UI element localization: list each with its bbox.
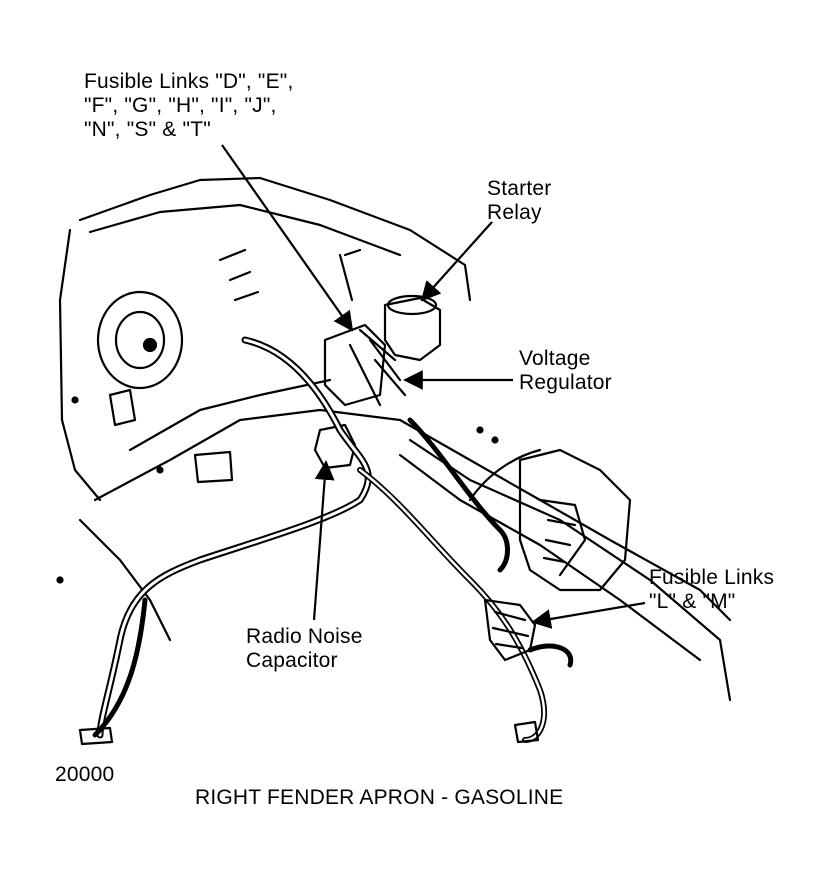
main-harness-outline: [98, 338, 370, 737]
fusible-links-dej-line-3: "N", "S" & "T": [84, 118, 211, 141]
fusible-lm-detail: [491, 610, 530, 650]
strut-curve: [468, 448, 542, 502]
voltage-regulator-line-1: Voltage: [519, 347, 591, 370]
radio-noise-capacitor-label: Radio Noise Capacitor: [246, 625, 363, 673]
radio-noise-capacitor-line-2: Capacitor: [246, 649, 338, 672]
horn-center: [142, 337, 158, 353]
bolt-4: [71, 396, 79, 404]
clip-1: [78, 726, 114, 746]
leader-radio-capacitor: [312, 460, 335, 621]
harness-to-fusible-lm-outline: [358, 468, 546, 742]
bolt-2: [491, 436, 499, 444]
voltage-regulator-body: [323, 323, 387, 407]
cowl-line: [88, 203, 402, 257]
fusible-links-dej-label: Fusible Links "D", "E", "F", "G", "H", "…: [84, 70, 293, 142]
fender-flange-2: [398, 453, 702, 662]
clip-2: [513, 720, 540, 744]
strut-bracket-detail: [538, 498, 587, 577]
leader-fusible-lm: [531, 601, 646, 629]
figure-caption: RIGHT FENDER APRON - GASOLINE: [195, 786, 564, 809]
left-cable: [92, 597, 148, 738]
starter-relay-top: [386, 294, 438, 316]
fusible-links-lm-line-2: "L" & "M": [649, 590, 736, 613]
left-bracket-2: [193, 450, 234, 484]
apron-lower: [78, 518, 172, 642]
branch-wire: [407, 417, 510, 573]
relay-wires: [348, 328, 407, 407]
bolt-3: [156, 466, 164, 474]
leader-fusible-dej: [221, 144, 354, 332]
fusible-links-lm-label: Fusible Links "L" & "M": [649, 566, 774, 614]
starter-relay-line-2: Relay: [487, 201, 542, 224]
firewall-edge: [58, 228, 102, 502]
voltage-regulator-line-2: Regulator: [519, 371, 612, 394]
apron-top: [93, 408, 732, 622]
starter-relay-line-1: Starter: [487, 177, 552, 200]
left-bracket: [108, 388, 137, 427]
vent-lines: [218, 248, 362, 302]
capacitor: [313, 423, 357, 470]
fusible-links-dej-line-2: "F", "G", "H", "I", "J",: [84, 94, 277, 117]
figure-code: 20000: [55, 763, 115, 786]
fender-flange: [408, 438, 732, 702]
hood-outline: [78, 176, 472, 302]
starter-relay-label: Starter Relay: [487, 177, 551, 225]
leader-starter-relay: [420, 221, 493, 302]
voltage-regulator-label: Voltage Regulator: [519, 347, 612, 395]
main-harness: [96, 336, 372, 739]
apron-inner: [128, 378, 332, 452]
fusible-links-lm-line-1: Fusible Links: [649, 566, 775, 589]
fusible-links-dej-line-1: Fusible Links "D", "E",: [84, 70, 294, 93]
fusible-lm-tail: [527, 643, 574, 668]
bolt-5: [56, 576, 64, 584]
radio-noise-capacitor-line-1: Radio Noise: [246, 625, 363, 648]
bolt-1: [476, 426, 484, 434]
horn-inner: [114, 310, 166, 370]
starter-relay-body: [383, 296, 442, 362]
horn: [96, 290, 184, 390]
strut-bracket: [518, 448, 632, 592]
